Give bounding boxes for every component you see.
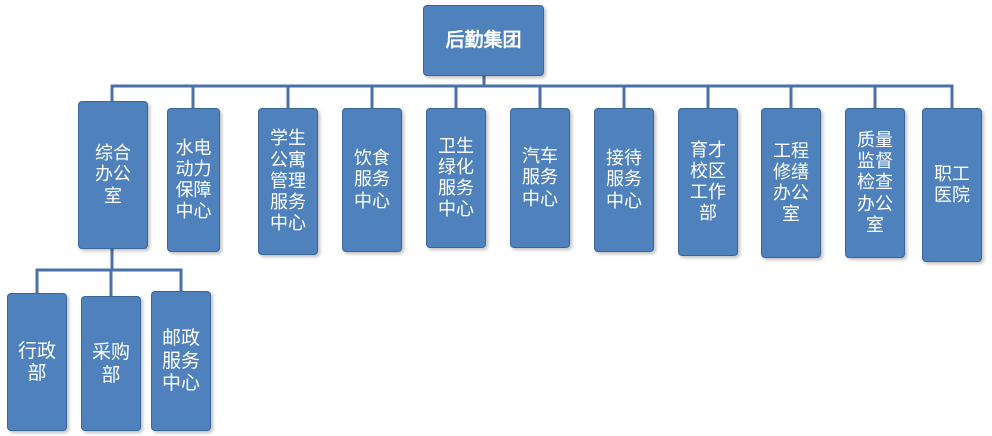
dept-node-3[interactable]: 学生 公寓 管理 服务 中心 xyxy=(258,108,318,255)
sub-label-1: 行政 部 xyxy=(17,339,56,384)
dept-label-10: 质量 监督 检查 办公 室 xyxy=(857,129,893,236)
dept-node-5[interactable]: 卫生 绿化 服务 中心 xyxy=(426,108,486,248)
sub-node-2[interactable]: 采购 部 xyxy=(81,296,141,431)
root-label: 后勤集团 xyxy=(445,29,522,52)
sub-node-1[interactable]: 行政 部 xyxy=(7,293,67,431)
dept-label-1: 综合 办公 室 xyxy=(95,143,131,207)
dept-label-9: 工程 修缮 办公 室 xyxy=(773,140,809,226)
sub-label-3: 邮政 服务 中心 xyxy=(161,327,200,395)
dept-node-7[interactable]: 接待 服务 中心 xyxy=(594,108,654,252)
dept-node-10[interactable]: 质量 监督 检查 办公 室 xyxy=(845,108,905,258)
dept-node-11[interactable]: 职工 医院 xyxy=(922,108,982,262)
dept-node-4[interactable]: 饮食 服务 中心 xyxy=(342,108,402,252)
dept-node-9[interactable]: 工程 修缮 办公 室 xyxy=(761,108,821,258)
dept-label-5: 卫生 绿化 服务 中心 xyxy=(438,135,474,221)
dept-label-11: 职工 医院 xyxy=(934,163,970,206)
dept-label-4: 饮食 服务 中心 xyxy=(354,148,390,212)
dept-node-6[interactable]: 汽车 服务 中心 xyxy=(510,108,570,248)
sub-node-3[interactable]: 邮政 服务 中心 xyxy=(151,291,211,431)
dept-label-6: 汽车 服务 中心 xyxy=(522,146,558,210)
root-node[interactable]: 后勤集团 xyxy=(423,5,544,76)
dept-node-8[interactable]: 育才 校区 工作 部 xyxy=(678,108,738,256)
dept-node-2[interactable]: 水电 动力 保障 中心 xyxy=(167,108,220,252)
dept-label-3: 学生 公寓 管理 服务 中心 xyxy=(270,128,306,235)
dept-label-8: 育才 校区 工作 部 xyxy=(690,139,726,225)
dept-label-7: 接待 服务 中心 xyxy=(606,148,642,212)
dept-label-2: 水电 动力 保障 中心 xyxy=(175,137,212,223)
sub-label-2: 采购 部 xyxy=(91,341,130,386)
dept-node-1[interactable]: 综合 办公 室 xyxy=(78,101,148,249)
